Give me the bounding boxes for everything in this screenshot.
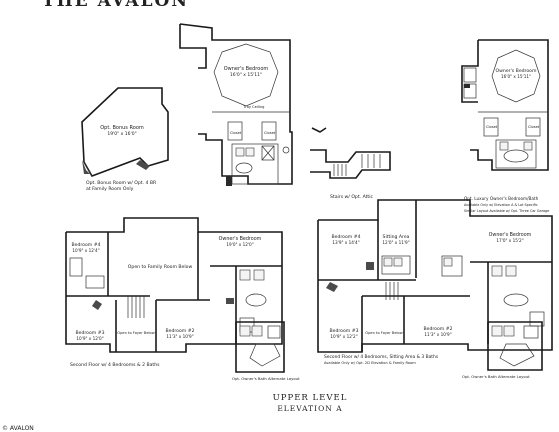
lp-open-foyer-label: Open to Foyer Below xyxy=(117,331,154,335)
second-floor-4br-2ba-plan: Bedroom #4 10'9" x 12'4" Open to Family … xyxy=(65,217,283,368)
rp-bedroom4-label: Bedroom #4 xyxy=(331,234,360,240)
tr-owners-bedroom-dims: 16'0" x 15'11" xyxy=(501,74,531,79)
bonus-room-plan: Opt. Bonus Room 19'0" x 16'0" Opt. Bonus… xyxy=(81,87,169,192)
plan-title: THE AVALON xyxy=(42,0,189,11)
tr-caption-line2: Available Only w/ Elevation A & Lot Spec… xyxy=(464,203,538,207)
second-floor-4br-sitting-3ba-plan: Bedroom #4 13'9" x 14'4" Sitting Area 12… xyxy=(317,199,553,365)
rp-owners-bedroom-label: Owner's Bedroom xyxy=(489,232,532,238)
tray-ceiling-label: Tray Ceiling xyxy=(243,105,265,109)
rp-alt-bath-caption: Opt. Owner's Bath Alternate Layout xyxy=(462,374,530,379)
owners-bedroom-dims: 16'0" x 15'11" xyxy=(230,72,262,78)
watermark-credit: © AVALON xyxy=(2,425,34,432)
lp-bedroom2-dims: 11'3" x 10'9" xyxy=(166,334,193,339)
tr-owners-bedroom-label: Owner's Bedroom xyxy=(496,68,537,74)
lp-caption: Second Floor w/ 4 Bedrooms & 2 Baths xyxy=(70,362,160,368)
bonus-caption-line1: Opt. Bonus Room w/ Opt. 4 BR xyxy=(86,180,157,186)
rp-bedroom2-label: Bedroom #2 xyxy=(423,326,452,332)
rp-alt-bath-layout: Opt. Owner's Bath Alternate Layout xyxy=(462,321,543,379)
lp-bedroom4-dims: 10'9" x 12'4" xyxy=(72,248,99,253)
elevation-label: ELEVATION A xyxy=(277,404,342,413)
bonus-room-dims: 19'0" x 16'0" xyxy=(107,131,136,137)
lp-bedroom2-label: Bedroom #2 xyxy=(165,328,194,334)
rp-bedroom2-dims: 11'3" x 10'9" xyxy=(424,332,451,337)
bonus-room-label: Opt. Bonus Room xyxy=(100,125,144,131)
rp-open-foyer-label: Open to Foyer Below xyxy=(365,331,402,335)
lp-owners-bedroom-label: Owner's Bedroom xyxy=(219,236,262,242)
lp-owners-bedroom-dims: 19'0" x 12'0" xyxy=(226,242,253,247)
lp-open-family-label: Open to Family Room Below xyxy=(128,264,193,270)
lp-alt-bath-layout: Opt. Owner's Bath Alternate Layout xyxy=(232,321,300,381)
bonus-caption-line2: at Family Room Only xyxy=(86,186,134,192)
attic-stairs-caption: Stairs w/ Opt. Attic xyxy=(330,194,374,200)
rp-sitting-area-dims: 12'0" x 11'9" xyxy=(382,240,409,245)
closet-label-right: Closet xyxy=(264,131,276,135)
owners-bedroom-label: Owner's Bedroom xyxy=(224,66,269,72)
lp-bedroom3-dims: 10'9" x 12'0" xyxy=(76,336,103,341)
rp-bedroom4-dims: 13'9" x 14'4" xyxy=(332,240,359,245)
lp-alt-bath-caption: Opt. Owner's Bath Alternate Layout xyxy=(232,376,300,381)
rp-bedroom3-label: Bedroom #3 xyxy=(329,328,358,334)
owners-suite-top-left: Owner's Bedroom 16'0" x 15'11" Tray Ceil… xyxy=(179,23,293,186)
tr-closet-label-left: Closet xyxy=(486,125,498,129)
owners-suite-top-right: Owner's Bedroom 16'0" x 15'11" Closet Cl… xyxy=(461,39,549,213)
rp-owners-bedroom-dims: 17'0" x 15'2" xyxy=(496,238,523,243)
tr-closet-label-right: Closet xyxy=(528,125,540,129)
attic-stairs-plan: Stairs w/ Opt. Attic xyxy=(310,127,391,200)
tr-caption-line1: Opt. Luxury Owner's Bedroom/Bath xyxy=(464,196,539,201)
lp-bedroom3-label: Bedroom #3 xyxy=(75,330,104,336)
closet-label-left: Closet xyxy=(230,131,242,135)
rp-caption-line1: Second Floor w/ 4 Bedrooms, Sitting Area… xyxy=(324,354,439,360)
rp-bedroom3-dims: 10'9" x 12'2" xyxy=(330,334,357,339)
lp-bedroom4-label: Bedroom #4 xyxy=(71,242,100,248)
rp-caption-line2: Available Only w/ Opt. 2D Elevation & Fa… xyxy=(324,361,416,365)
tr-caption-line3: Similar Layout Available w/ Opt. Three C… xyxy=(464,209,549,213)
rp-sitting-area-label: Sitting Area xyxy=(383,234,410,240)
upper-level-label: UPPER LEVEL xyxy=(273,393,348,403)
